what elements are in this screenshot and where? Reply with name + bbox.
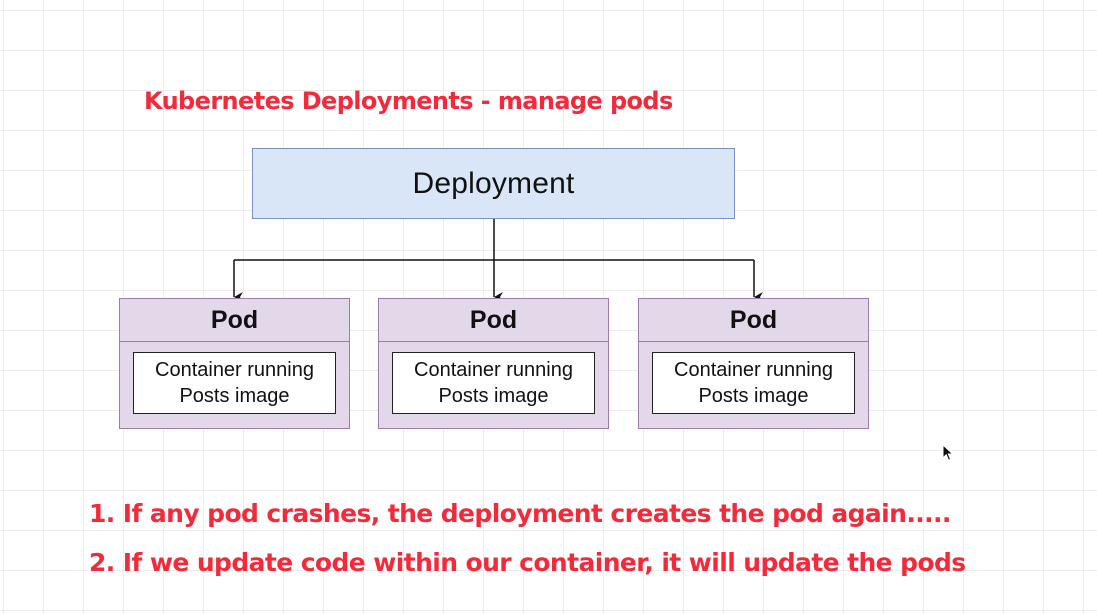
mouse-pointer-icon [942,444,954,461]
pod-header: Pod [120,299,349,342]
container-text-line-2: Posts image [438,385,549,407]
container-box: Container running Posts image [652,352,855,414]
container-text-line-1: Container running [155,359,314,381]
container-box: Container running Posts image [133,352,336,414]
deployment-label: Deployment [412,166,575,200]
pod-header: Pod [379,299,608,342]
pod-node-2: Pod Container running Posts image [378,298,609,429]
pod-header: Pod [639,299,868,342]
pod-node-3: Pod Container running Posts image [638,298,869,429]
note-pod-crash: 1. If any pod crashes, the deployment cr… [89,499,951,528]
container-text-line-2: Posts image [179,385,290,407]
container-box: Container running Posts image [392,352,595,414]
diagram-title: Kubernetes Deployments - manage pods [144,87,673,115]
pod-node-1: Pod Container running Posts image [119,298,350,429]
container-text-line-1: Container running [674,359,833,381]
deployment-node: Deployment [252,148,735,219]
pod-label: Pod [729,305,778,334]
container-text-line-1: Container running [414,359,573,381]
pod-label: Pod [210,305,259,334]
note-code-update: 2. If we update code within our containe… [89,548,966,577]
container-text-line-2: Posts image [698,385,809,407]
pod-label: Pod [469,305,518,334]
